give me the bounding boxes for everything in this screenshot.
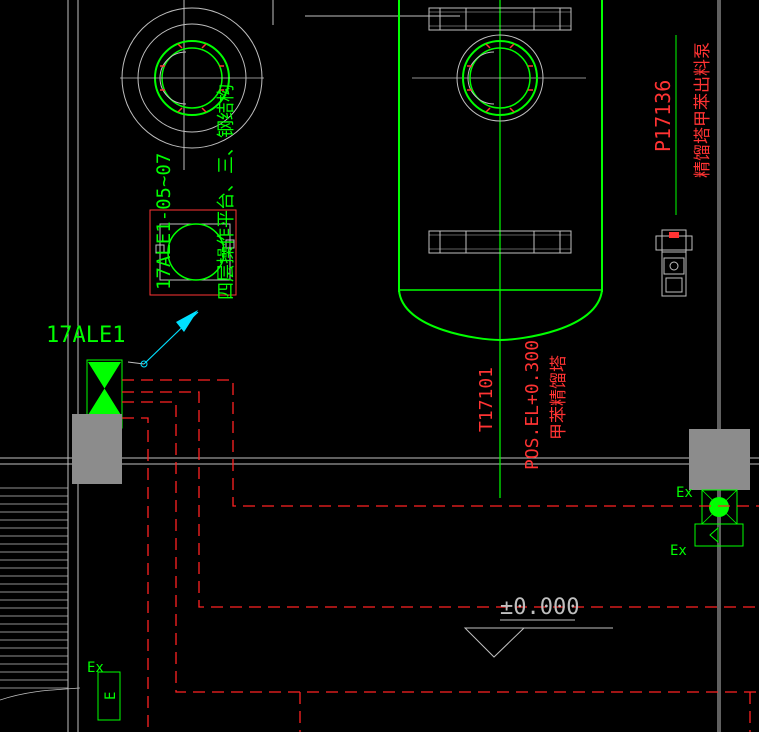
device-note: 17ALE1-05~07	[153, 153, 175, 290]
elevation-mark: ±0.000	[463, 595, 613, 658]
column-tag: T17101	[476, 367, 497, 432]
elevation-text: ±0.000	[500, 595, 579, 620]
leader-arrow	[127, 310, 199, 368]
ex-label-2: Ex	[670, 543, 687, 559]
pump-tag: P17136	[651, 80, 675, 152]
ex-box	[97, 671, 121, 721]
small-vessel-symbol	[149, 209, 237, 296]
column-elevation: POS.EL+0.300	[522, 340, 543, 470]
top-left-nozzle	[120, 7, 264, 149]
right-device	[689, 429, 750, 547]
device-17ale1: 17ALE1	[46, 323, 125, 484]
hidden-lines	[122, 379, 759, 732]
stair-hatch	[0, 487, 81, 701]
device-note-2: 四层操作平台、三、钢结构	[216, 84, 237, 300]
pump-symbol	[655, 229, 693, 297]
ex-box-letter: E	[103, 692, 119, 700]
column-t17101	[398, 0, 603, 498]
device-tag: 17ALE1	[46, 323, 125, 348]
column-name: 甲苯精馏塔	[549, 355, 569, 440]
ex-label-1: Ex	[676, 485, 693, 501]
pump-name: 精馏塔甲苯出料泵	[693, 42, 713, 178]
ex-label-3: Ex	[87, 660, 104, 676]
